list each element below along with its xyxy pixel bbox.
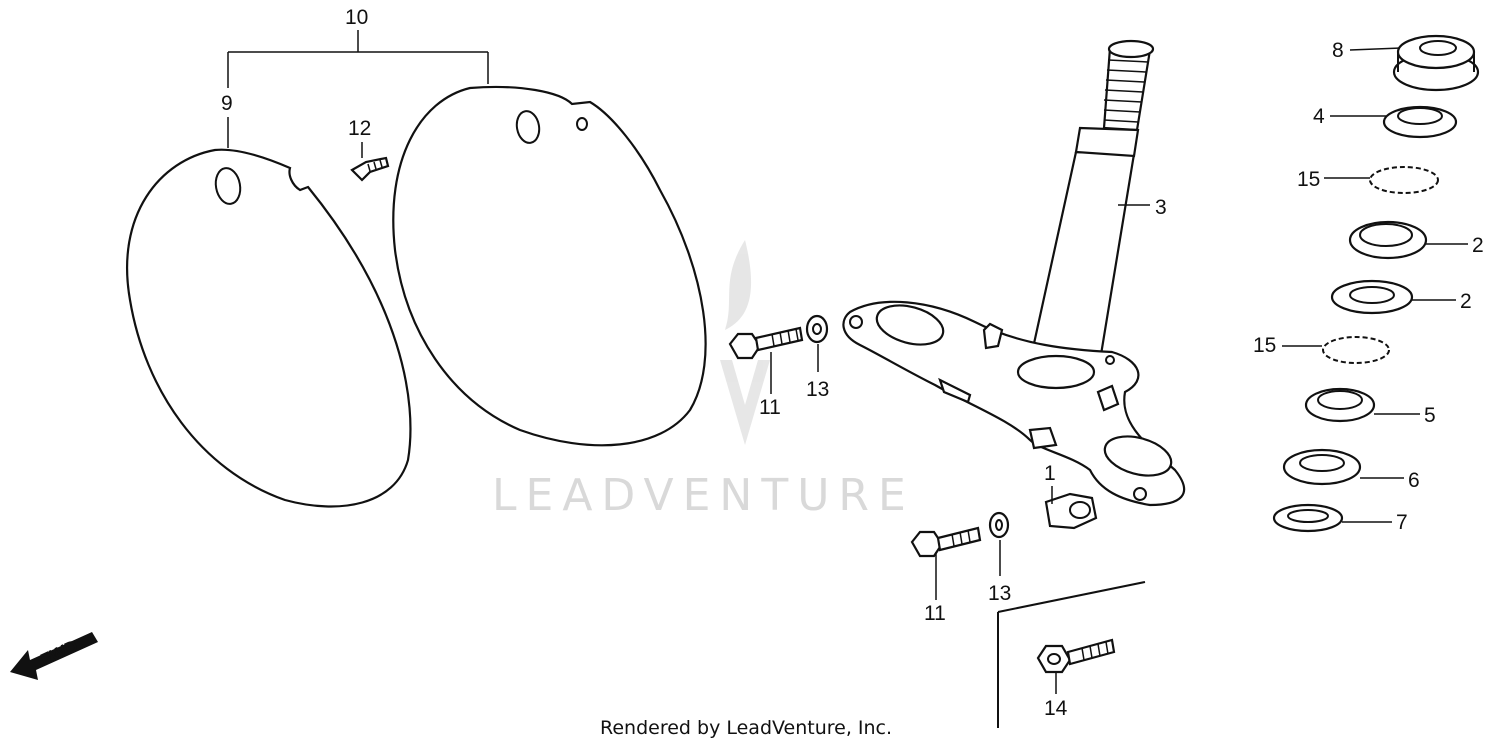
adjusting-nut-8 xyxy=(1392,34,1480,92)
callout-1: 1 xyxy=(1044,462,1056,504)
watermark-logo xyxy=(720,240,770,445)
race-2-lower xyxy=(1330,279,1414,315)
callout-label-10: 10 xyxy=(345,6,368,29)
callout-label-4: 4 xyxy=(1313,105,1325,128)
washer-13-upper xyxy=(805,314,829,344)
callout-label-7: 7 xyxy=(1396,511,1408,534)
callout-label-8: 8 xyxy=(1332,39,1344,62)
bolt-12 xyxy=(350,156,390,182)
nut-1 xyxy=(1044,492,1098,530)
callout-label-13-upper: 13 xyxy=(806,378,829,401)
race-5 xyxy=(1304,387,1376,423)
bolt-11-lower xyxy=(910,526,982,558)
footer-credit: Rendered by LeadVenture, Inc. xyxy=(600,717,892,739)
callout-7: 7 xyxy=(1342,511,1408,534)
callout-label-9: 9 xyxy=(221,92,233,115)
callout-label-14: 14 xyxy=(1044,697,1068,720)
callout-9: 9 xyxy=(221,92,233,148)
callout-15-lower: 15 xyxy=(1253,334,1322,357)
callout-4: 4 xyxy=(1313,105,1386,128)
callout-label-6: 6 xyxy=(1408,469,1420,492)
callout-label-13-lower: 13 xyxy=(988,582,1011,605)
callout-14: 14 xyxy=(1044,672,1068,720)
watermark-text: LEADVENTURE xyxy=(492,470,915,521)
inset-frame xyxy=(997,581,1146,728)
fwd-label: FWD xyxy=(38,636,81,670)
washer-13-lower xyxy=(988,511,1010,539)
callout-label-11-lower: 11 xyxy=(924,602,946,625)
callout-label-2-upper: 2 xyxy=(1472,234,1484,257)
callout-15-upper: 15 xyxy=(1297,168,1370,191)
side-cover-9 xyxy=(125,148,412,508)
callout-label-11-upper: 11 xyxy=(759,396,781,419)
callout-label-3: 3 xyxy=(1155,196,1167,219)
callout-13-upper: 13 xyxy=(806,344,829,401)
callout-12: 12 xyxy=(348,117,371,158)
callout-3: 3 xyxy=(1118,196,1167,219)
callout-2-lower: 2 xyxy=(1412,290,1472,313)
callout-10: 10 xyxy=(227,6,489,88)
race-2-upper xyxy=(1348,220,1428,260)
bolt-11-upper xyxy=(728,326,804,360)
steel-balls-15-lower xyxy=(1322,336,1390,364)
callout-label-15-upper: 15 xyxy=(1297,168,1320,191)
callout-label-15-lower: 15 xyxy=(1253,334,1276,357)
dust-seal-6 xyxy=(1282,448,1362,486)
callout-label-5: 5 xyxy=(1424,404,1436,427)
side-cover-10 xyxy=(392,85,707,447)
callout-label-2-lower: 2 xyxy=(1460,290,1472,313)
callout-11-upper: 11 xyxy=(759,352,781,419)
steering-stem-3 xyxy=(842,39,1186,507)
race-4 xyxy=(1382,105,1458,139)
callout-8: 8 xyxy=(1332,39,1401,62)
steel-balls-15-upper xyxy=(1369,166,1439,194)
callout-6: 6 xyxy=(1360,469,1420,492)
callout-label-1: 1 xyxy=(1044,462,1056,485)
callout-5: 5 xyxy=(1374,404,1436,427)
bolt-14 xyxy=(1036,638,1116,674)
callout-label-12: 12 xyxy=(348,117,371,140)
callout-2-upper: 2 xyxy=(1426,234,1484,257)
washer-7 xyxy=(1272,503,1344,533)
callout-11-lower: 11 xyxy=(924,552,946,625)
callout-13-lower: 13 xyxy=(988,540,1011,605)
fwd-arrow-icon: FWD xyxy=(10,632,98,680)
